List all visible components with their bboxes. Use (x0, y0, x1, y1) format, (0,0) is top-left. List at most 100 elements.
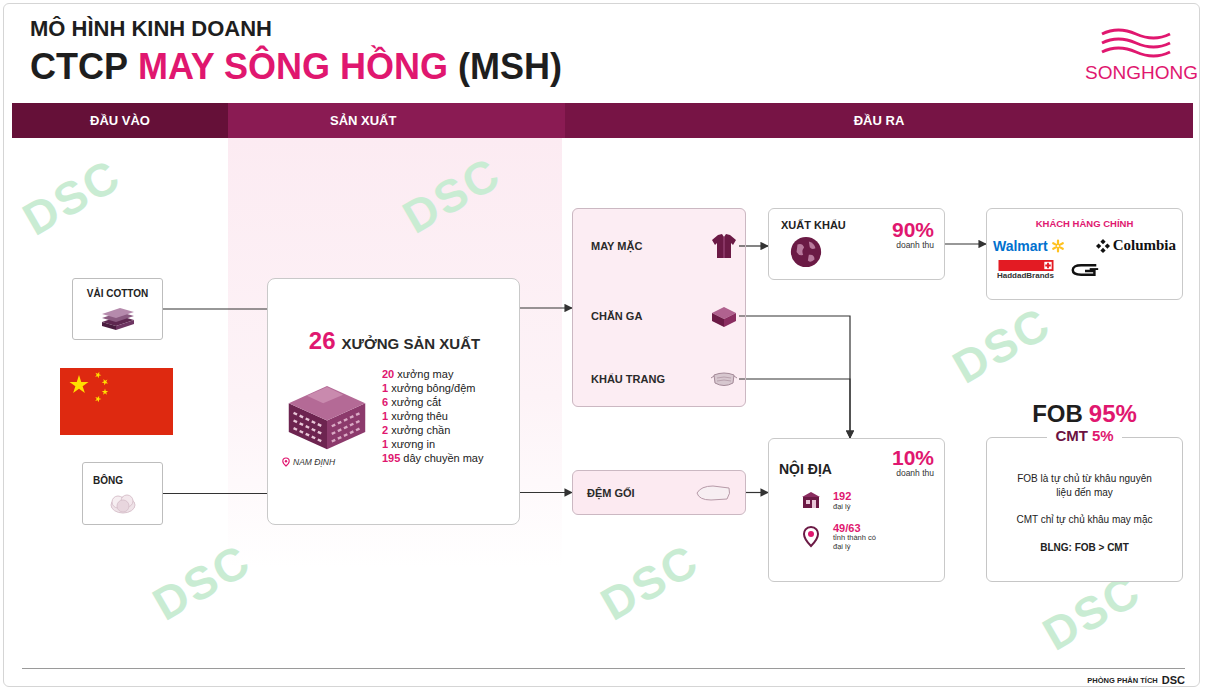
input-box: VẢI COTTON (72, 278, 163, 340)
drawing-part (808, 531, 814, 537)
layout-group: 90%doanh thu (892, 219, 934, 273)
drawing-part (1069, 260, 1101, 280)
drawing-part (282, 457, 290, 467)
drawing-part (94, 395, 102, 403)
layout-group: 20xưởng may1xưởng bông/đệm6xưởng cắt1xưở… (382, 367, 483, 465)
drawing-part (117, 500, 129, 512)
layout-group: CTCPMAY SÔNG HỒNG(MSH) (30, 46, 562, 88)
drawing-part (812, 500, 816, 508)
layout-group: NAM ĐỊNH (282, 367, 374, 467)
facility-item: xưởng bông/đệm (391, 381, 475, 395)
drawing-part (108, 492, 138, 514)
column-header-text: ĐẦU VÀO (90, 113, 150, 128)
layout-group: Columbia (1096, 237, 1176, 254)
drawing-part (60, 368, 173, 435)
input-box: BÔNG (82, 462, 163, 525)
drawing-part (1053, 240, 1063, 251)
brand-logo: Walmart (993, 238, 1048, 254)
globe-icon (789, 235, 823, 269)
layout-group: NAM ĐỊNH (282, 457, 335, 467)
market-label: XUẤT KHẨU (781, 219, 846, 231)
drawing-part (102, 389, 108, 395)
watermark: DSC (943, 296, 1059, 394)
column-header: ĐẦU VÀO (12, 103, 228, 138)
layout-group: 10%doanh thu (892, 447, 934, 478)
drawing-part (697, 486, 730, 500)
product-label: KHẨU TRANG (591, 373, 665, 385)
drawing-part (802, 492, 820, 497)
haddad-mark (997, 260, 1055, 271)
brand-logo: HaddadBrands (997, 271, 1054, 280)
drawing-part (1102, 39, 1170, 47)
location-label: NAM ĐỊNH (293, 457, 335, 467)
drawing-part (1100, 247, 1105, 252)
drawing-part (709, 364, 739, 394)
facility-item: xưởng thêu (391, 409, 448, 423)
input-label: BÔNG (93, 475, 123, 486)
province-pin-icon (801, 525, 821, 549)
footer-logo: DSC (1162, 674, 1185, 686)
share-percent: 10% (892, 447, 934, 468)
drawing-part (808, 255, 815, 262)
drawing-part (102, 308, 134, 318)
facility-item: xưởng may (397, 367, 453, 381)
layout-group: NỘI ĐỊA 10%doanh thu (779, 447, 934, 478)
column-header: ĐẦU RA (565, 103, 1193, 138)
drawing-part (1044, 262, 1051, 269)
garment-icon (709, 231, 739, 261)
layout-group: Walmart Columbia (993, 237, 1176, 254)
connector-arrow (739, 245, 768, 246)
drawing-part (1051, 239, 1065, 253)
note-box: FOB95%CMT5%FOB là tự chủ từ khâu nguyên … (986, 437, 1183, 582)
count-number: 1 (382, 409, 388, 423)
connector-arrow (520, 307, 572, 308)
agent-store-icon (799, 488, 823, 512)
product-group: MAY MẶCCHĂN GAKHẨU TRANG (572, 208, 746, 407)
count-number: 26 (309, 327, 336, 355)
footer-rule (22, 668, 1185, 669)
drawing-part (94, 371, 102, 379)
note-text: CMT chỉ tự chủ khâu may mặc (1013, 513, 1156, 527)
watermark: DSC (13, 148, 129, 246)
drawing-part (999, 260, 1054, 271)
share-caption: doanh thu (896, 468, 934, 478)
connector-arrow (945, 243, 986, 244)
layout-group: 192đại lý (833, 490, 851, 511)
product-item: KHẨU TRANG (591, 362, 739, 396)
drawing-part (283, 458, 289, 466)
china-flag (60, 368, 173, 435)
market-box: NỘI ĐỊA10%doanh thu192đại lý49/63tỉnh th… (768, 438, 945, 582)
pillow-icon (693, 483, 733, 503)
note-heading: FOB (1032, 400, 1083, 428)
drawing-part (98, 304, 138, 332)
product-label: MAY MẶC (591, 240, 642, 252)
company-ticker: (MSH) (458, 46, 562, 88)
count-number: 20 (382, 367, 394, 381)
company-name: MAY SÔNG HỒNG (138, 46, 448, 88)
customer-box: KHÁCH HÀNG CHÍNHWalmartColumbiaHaddadBra… (986, 208, 1183, 300)
product-label: ĐỆM GỐI (587, 487, 635, 499)
column-header: SẢN XUẤT (228, 103, 565, 138)
location-pin-icon (282, 457, 290, 467)
layout-group: NAM ĐỊNH 20xưởng may 1xưởng bông/đệm6xưởng… (282, 367, 507, 467)
input-label: VẢI COTTON (87, 288, 148, 299)
column-header-text: ĐẦU RA (854, 113, 905, 128)
facility-item: dây chuyền may (403, 451, 483, 465)
note-text: FOB là tự chủ từ khâu nguyên liệu đến ma… (1013, 472, 1156, 499)
columbia-mark (1096, 239, 1110, 253)
layout-group: PHÒNG PHÂN TÍCHDSC (1087, 674, 1185, 686)
drawing-part (1090, 268, 1098, 270)
facility-item: xưởng chần (391, 423, 450, 437)
drawing-part (307, 387, 343, 403)
drawing-part (997, 260, 1055, 271)
note-text: BLNG: FOB > CMT (1013, 541, 1156, 555)
layout-group: 6xưởng cắt (382, 395, 483, 409)
drawing-part (1045, 263, 1051, 269)
drawing-part (799, 488, 823, 512)
bedding-icon (709, 301, 739, 331)
drawing-part (712, 313, 724, 327)
mask-icon (709, 364, 739, 394)
drawing-part (801, 525, 821, 549)
column-header-text: SẢN XUẤT (330, 113, 396, 128)
market-label: NỘI ĐỊA (779, 461, 832, 478)
